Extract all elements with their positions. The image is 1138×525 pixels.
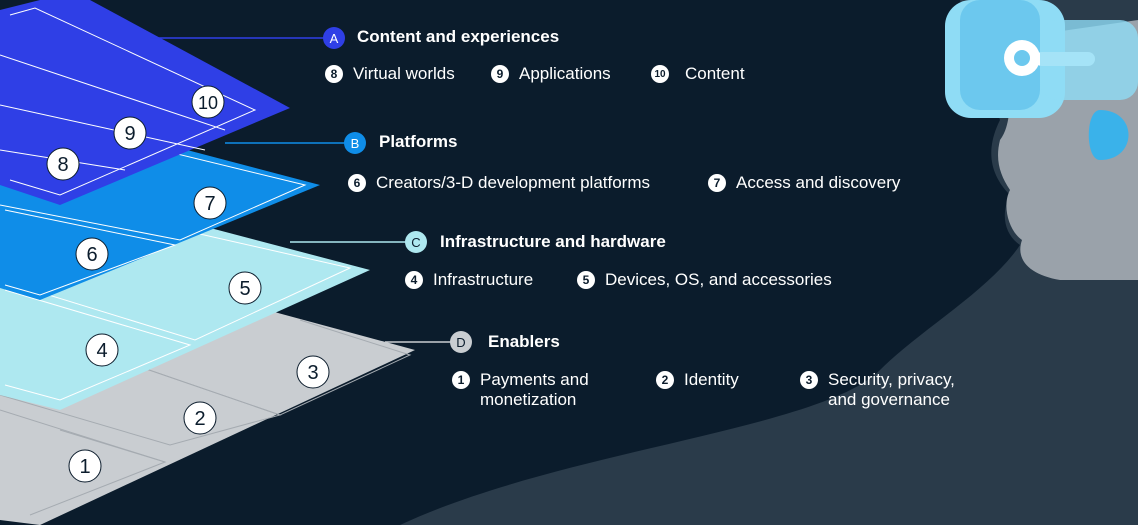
badge-b: B (344, 132, 366, 154)
list-item: 5 Devices, OS, and accessories (577, 270, 832, 290)
item-number-badge: 4 (405, 271, 423, 289)
stack-number-circle (113, 116, 147, 150)
item-label: Access and discovery (736, 173, 901, 192)
stack-number-circle (85, 333, 119, 367)
item-number-badge: 3 (800, 371, 818, 389)
item-label: Devices, OS, and accessories (605, 270, 832, 289)
item-number-badge: 9 (491, 65, 509, 83)
item-label: Creators/3-D development platforms (376, 173, 651, 192)
item-label: Applications (519, 64, 611, 83)
stack-number-label: 9 (124, 123, 135, 145)
stack-number-label: 10 (198, 93, 218, 113)
stack-number-label: 3 (307, 362, 318, 384)
stack-number-circle (75, 237, 109, 271)
layer-d-title: Enablers (488, 332, 560, 351)
list-item: 8 Virtual worlds (325, 64, 455, 84)
item-label: Virtual worlds (353, 64, 455, 83)
item-number-badge: 6 (348, 174, 366, 192)
item-label: Content (685, 64, 745, 83)
item-number-badge: 5 (577, 271, 595, 289)
stack-number-label: 7 (204, 193, 215, 215)
list-item: 9 Applications (491, 64, 611, 84)
list-item: 2 Identity (656, 370, 739, 390)
layer-c-title: Infrastructure and hardware (440, 232, 666, 251)
stack-number-circle (183, 401, 217, 435)
list-item: 1 Payments and monetization (452, 370, 589, 410)
stack-number-circle (193, 186, 227, 220)
stack-number-label: 5 (239, 278, 250, 300)
stack-number-label: 6 (86, 244, 97, 266)
stack-number-circle (228, 271, 262, 305)
list-item: 6 Creators/3-D development platforms (348, 173, 650, 193)
item-label: Security, privacy, and governance (828, 370, 955, 409)
stack-number-label: 1 (79, 456, 90, 478)
item-number-badge: 2 (656, 371, 674, 389)
badge-a: A (323, 27, 345, 49)
stack-number-circle (68, 449, 102, 483)
item-label: Identity (684, 370, 739, 389)
layer-a-title: Content and experiences (357, 27, 560, 46)
list-item: 7 Access and discovery (708, 173, 900, 193)
stack-number-label: 8 (57, 154, 68, 176)
item-label: Infrastructure (433, 270, 534, 289)
vr-headset-icon (945, 0, 1138, 160)
item-number-badge: 1 (452, 371, 470, 389)
item-number-badge: 7 (708, 174, 726, 192)
list-item: 10 Content (651, 64, 745, 84)
layer-b-title: Platforms (379, 132, 458, 151)
list-item: 4 Infrastructure (405, 270, 533, 290)
badge-c: C (405, 231, 427, 253)
stack-number-label: 2 (194, 408, 205, 430)
item-number-badge: 10 (651, 65, 669, 83)
item-number-badge: 8 (325, 65, 343, 83)
stack-number-circle (296, 355, 330, 389)
head-silhouette (400, 0, 1138, 525)
badge-d: D (450, 331, 472, 353)
stack-number-circle (191, 85, 225, 119)
list-item: 3 Security, privacy, and governance (800, 370, 955, 410)
stack-number-label: 4 (96, 340, 107, 362)
stack-number-circle (46, 147, 80, 181)
item-label: Payments and monetization (480, 370, 589, 409)
